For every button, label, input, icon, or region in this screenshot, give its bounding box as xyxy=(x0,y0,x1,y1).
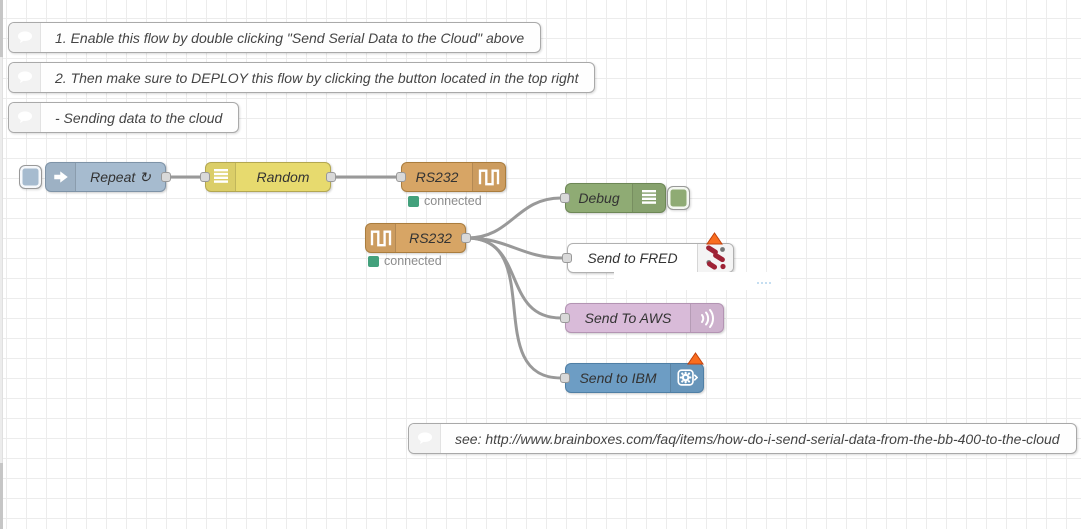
square-wave-icon xyxy=(366,224,396,252)
node-serial-in-rs232[interactable]: RS232 xyxy=(365,223,471,253)
comment-node-see-url[interactable]: see: http://www.brainboxes.com/faq/items… xyxy=(408,423,1077,454)
comment-node-enable-flow[interactable]: 1. Enable this flow by double clicking "… xyxy=(8,22,542,53)
node-debug[interactable]: Debug xyxy=(560,183,666,213)
node-status: connected xyxy=(408,194,482,208)
node-label: Send to IBM xyxy=(579,370,657,386)
node-serial-out-rs232[interactable]: RS232 xyxy=(396,162,506,192)
comment-text: 2. Then make sure to DEPLOY this flow by… xyxy=(55,69,579,86)
render-artifact xyxy=(614,272,781,290)
signal-waves-icon xyxy=(690,304,723,332)
output-port[interactable] xyxy=(326,172,336,182)
input-port[interactable] xyxy=(560,373,570,383)
comment-node-sending-data[interactable]: - Sending data to the cloud xyxy=(8,102,240,133)
node-send-to-ibm[interactable]: Send to IBM xyxy=(560,363,704,393)
comment-text: - Sending data to the cloud xyxy=(55,109,223,126)
node-random[interactable]: Random xyxy=(200,162,336,192)
wire[interactable] xyxy=(465,196,563,240)
input-port[interactable] xyxy=(562,253,572,263)
warning-triangle-icon xyxy=(706,232,723,245)
node-label: RS232 xyxy=(415,169,459,185)
node-label: Random xyxy=(256,169,310,185)
debug-lines-icon xyxy=(632,184,665,212)
render-artifact-mark xyxy=(757,278,771,284)
node-status: connected xyxy=(368,254,442,268)
input-port[interactable] xyxy=(396,172,406,182)
node-inject-repeat[interactable]: Repeat ↻ xyxy=(45,162,171,192)
comment-bubble-icon xyxy=(9,23,41,52)
output-port[interactable] xyxy=(161,172,171,182)
input-port[interactable] xyxy=(560,193,570,203)
status-text: connected xyxy=(384,254,442,268)
function-lines-icon xyxy=(206,163,236,191)
scrollbar-segment[interactable] xyxy=(0,0,3,57)
node-label: Send to FRED xyxy=(587,250,678,266)
comment-bubble-icon xyxy=(9,103,41,132)
inject-trigger-button[interactable] xyxy=(19,165,42,189)
comment-node-deploy-flow[interactable]: 2. Then make sure to DEPLOY this flow by… xyxy=(8,62,596,93)
node-send-to-aws[interactable]: Send To AWS xyxy=(560,303,724,333)
square-wave-icon xyxy=(472,163,505,191)
comment-bubble-icon xyxy=(409,424,441,453)
wire[interactable] xyxy=(465,236,563,380)
output-port[interactable] xyxy=(461,233,471,243)
chip-gear-icon xyxy=(670,364,703,392)
node-label: Repeat ↻ xyxy=(90,168,151,185)
left-scrollbar[interactable] xyxy=(0,0,3,529)
status-connected-dot xyxy=(408,195,419,207)
comment-text: 1. Enable this flow by double clicking "… xyxy=(55,29,525,46)
inject-arrow-icon xyxy=(46,163,76,191)
node-label: RS232 xyxy=(409,230,452,246)
node-label: Debug xyxy=(578,190,620,206)
debug-toggle-button[interactable] xyxy=(667,186,690,210)
comment-bubble-icon xyxy=(9,63,41,92)
input-port[interactable] xyxy=(200,172,210,182)
node-send-to-fred[interactable]: Send to FRED xyxy=(562,243,734,273)
warning-triangle-icon xyxy=(687,352,704,365)
scrollbar-segment[interactable] xyxy=(0,463,3,529)
node-label: Send To AWS xyxy=(584,310,672,326)
input-port[interactable] xyxy=(560,313,570,323)
status-text: connected xyxy=(424,194,482,208)
comment-text: see: http://www.brainboxes.com/faq/items… xyxy=(455,430,1060,447)
fred-logo-icon xyxy=(697,244,733,272)
status-connected-dot xyxy=(368,255,379,267)
